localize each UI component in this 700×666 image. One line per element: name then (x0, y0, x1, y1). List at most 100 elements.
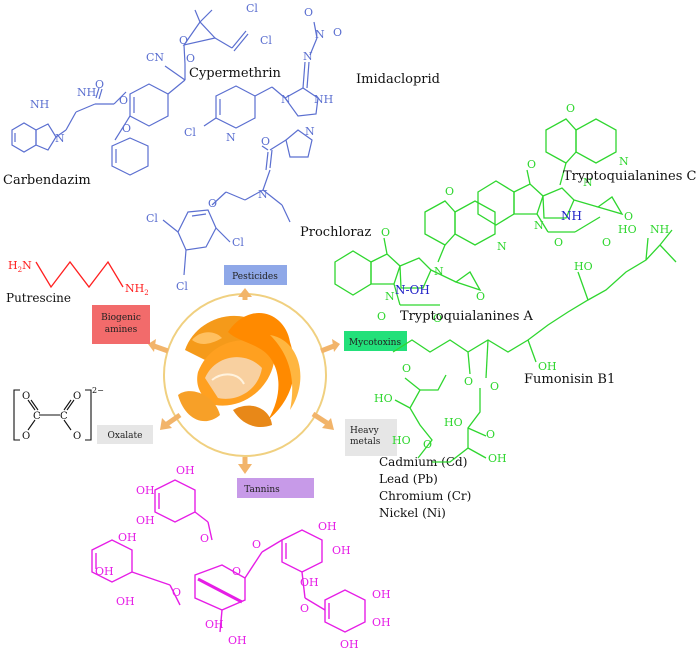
tqa-n3: N (385, 290, 395, 303)
oxalate-bracket-right (85, 389, 92, 441)
fumonisin-b1-name: Fumonisin B1 (524, 372, 615, 387)
tqc-o4: O (602, 236, 611, 249)
imidacloprid-cl: Cl (184, 126, 196, 139)
arrow-pesticides (238, 288, 252, 300)
carbendazim-nh: NH (30, 98, 49, 111)
cypermethrin-o2: O (186, 52, 195, 65)
putrescine-h2n: H2N (8, 259, 32, 274)
prochloraz-cl1: Cl (146, 212, 158, 225)
oxalate-box (97, 425, 153, 444)
tannin-oh6: OH (116, 595, 135, 608)
category-oxalate: Oxalate (97, 425, 153, 444)
prochloraz-name: Prochloraz (300, 225, 371, 240)
carbendazim-name: Carbendazim (3, 173, 91, 188)
tqc-o2: O (527, 158, 536, 171)
prochloraz-n2: N (258, 188, 268, 201)
tqa-o5: O (476, 290, 485, 303)
mycotoxin-names: Tryptoquialanines C Tryptoquialanines A … (400, 169, 697, 387)
fum-ho5: HO (444, 416, 463, 429)
carbendazim-structure (11, 87, 127, 153)
prochloraz-n1: N (305, 125, 315, 138)
tannin-oh7: OH (205, 618, 224, 631)
tannin-oh10: OH (332, 544, 351, 557)
fum-o4: O (423, 438, 432, 451)
prochloraz-cl2: Cl (232, 236, 244, 249)
tqa-n1: N (497, 240, 507, 253)
pesticide-atoms: NH N NH O O CN O O Cl Cl O Cl N N NH N N… (30, 2, 342, 293)
imidacloprid-name: Imidacloprid (356, 72, 440, 87)
carbendazim-nh2: NH (77, 86, 96, 99)
tannins-label: Tannins (244, 485, 280, 495)
center-group (163, 293, 327, 457)
biogenic-amines-box (92, 305, 150, 344)
tannin-structure (91, 479, 366, 633)
category-tannins: Tannins (237, 478, 314, 498)
heavy-metals-box (345, 419, 397, 456)
arrow-biogenic (148, 339, 169, 354)
imidacloprid-n-ring: N (226, 131, 236, 144)
putrescine-name: Putrescine (6, 291, 71, 305)
tannin-oh5: OH (95, 565, 114, 578)
mycotoxin-highlight-atoms: NH N-OH (395, 209, 582, 297)
fum-o2: O (490, 380, 499, 393)
mycotoxin-atoms: O N O N N O O O O N O N N O O O HO NH HO… (374, 102, 669, 465)
arrows (148, 288, 340, 474)
imidacloprid-o2: O (333, 26, 342, 39)
prochloraz-cl3: Cl (176, 280, 188, 293)
imidacloprid-n3: N (315, 28, 325, 41)
fum-ho4: HO (392, 434, 411, 447)
tannin-o3: O (232, 565, 241, 578)
prochloraz-o1: O (261, 135, 270, 148)
fum-nh2: NH (650, 223, 669, 236)
tannin-o2: O (172, 586, 181, 599)
cypermethrin-cn: CN (146, 51, 164, 64)
category-mycotoxins: Mycotoxins (344, 331, 407, 351)
arrow-mycotoxins (320, 339, 340, 354)
tqc-n3: N (534, 219, 544, 232)
mycotoxin-structures (334, 118, 677, 463)
fum-ho1: HO (618, 223, 637, 236)
metal-cadmium: Cadmium (Cd) (379, 455, 467, 469)
heavy-metals-list: Cadmium (Cd) Lead (Pb) Chromium (Cr) Nic… (379, 455, 471, 520)
oxalate-label: Oxalate (107, 431, 142, 441)
carbendazim-o2: O (119, 94, 128, 107)
cypermethrin-o1: O (179, 34, 188, 47)
tannins-box (237, 478, 314, 498)
tqc-n1: N (619, 155, 629, 168)
oxalate-c1: C (33, 411, 41, 422)
oxalate-atoms: C C O O O O 2− (22, 386, 104, 442)
prochloraz-o2: O (208, 197, 217, 210)
putrescine-nh2: NH2 (125, 282, 149, 297)
tqa-o2: O (381, 226, 390, 239)
fum-oh1: OH (538, 360, 557, 373)
tannin-oh1: OH (176, 464, 195, 477)
cypermethrin-cl2: Cl (260, 34, 272, 47)
tqa-o4: O (433, 312, 442, 325)
tryptoquialanines-c-name: Tryptoquialanines C (563, 169, 697, 184)
cypermethrin-name: Cypermethrin (189, 66, 282, 81)
fum-ho2: HO (574, 260, 593, 273)
putrescine-structure: H2N NH2 Putrescine (6, 259, 149, 305)
imidacloprid-n1: N (281, 93, 291, 106)
cypermethrin-cl1: Cl (246, 2, 258, 15)
oxalate-charge: 2− (92, 386, 104, 395)
carbendazim-o1: O (95, 78, 104, 91)
tryptoquialanines-a-name: Tryptoquialanines A (400, 309, 534, 324)
cypermethrin-structure (111, 9, 249, 176)
tqa-o3: O (377, 310, 386, 323)
tannin-oh2: OH (136, 484, 155, 497)
imidacloprid-n2: N (303, 50, 313, 63)
cypermethrin-o3: O (122, 122, 131, 135)
tqc-o1: O (566, 102, 575, 115)
tannin-atoms: OH OH OH O OH OH OH O O OH OH O OH OH OH… (95, 464, 391, 651)
pesticide-names: Cypermethrin Imidacloprid Carbendazim Pr… (3, 66, 440, 240)
tqc-nh: NH (561, 209, 582, 223)
mycotoxins-box (344, 331, 407, 351)
orange-peel-image (178, 313, 301, 428)
tannin-oh3: OH (136, 514, 155, 527)
tannin-oh4: OH (118, 531, 137, 544)
tqa-n-oh: N-OH (395, 283, 430, 297)
tannin-o5: O (300, 602, 309, 615)
arrow-heavy (311, 411, 334, 430)
